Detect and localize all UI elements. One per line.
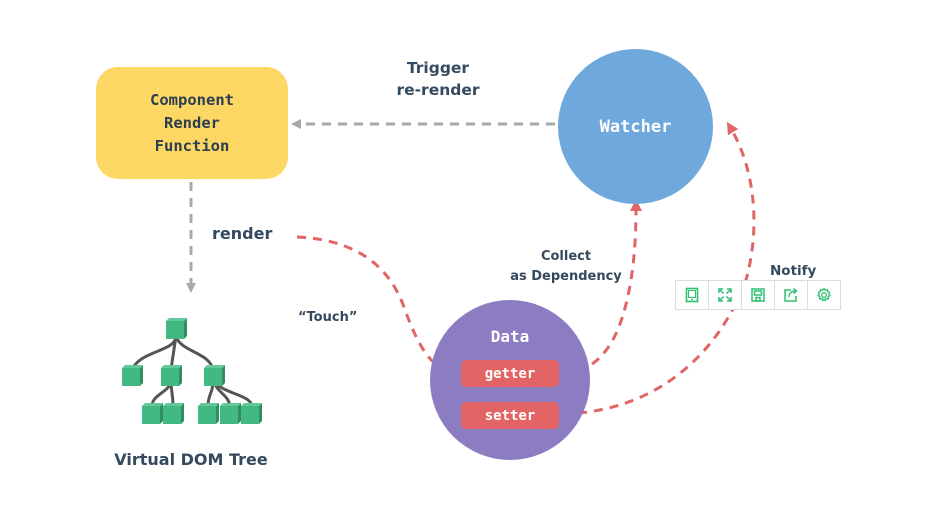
tree-node — [142, 403, 163, 424]
trigger-label: Trigger re-render — [388, 57, 488, 101]
tree-node — [161, 365, 182, 386]
tree-node — [163, 403, 184, 424]
floating-toolbar — [675, 280, 841, 310]
share-icon — [784, 287, 798, 302]
tree-edges — [130, 335, 254, 407]
tree-node — [220, 403, 241, 424]
tablet-icon — [685, 287, 699, 303]
tablet-view-button[interactable] — [676, 281, 709, 309]
trigger-label-line1: Trigger — [406, 59, 470, 77]
notify-label: Notify — [770, 263, 817, 279]
collect-label-line2: as Dependency — [510, 269, 622, 284]
tree-node — [166, 318, 187, 339]
virtual-dom-tree-label: Virtual DOM Tree — [114, 450, 268, 469]
render-label: render — [212, 224, 273, 243]
tree-node — [204, 365, 225, 386]
collect-label-line1: Collect — [540, 249, 592, 264]
fullscreen-icon — [718, 288, 732, 302]
save-button[interactable] — [742, 281, 775, 309]
tree-node — [241, 403, 262, 424]
component-render-function-node[interactable]: Component Render Function — [96, 67, 288, 179]
tree-node — [122, 365, 143, 386]
gear-icon — [816, 287, 832, 302]
data-label: Data — [490, 327, 530, 346]
watcher-label: Watcher — [599, 116, 672, 137]
trigger-label-line2: re-render — [396, 81, 480, 99]
setter-pill[interactable]: setter — [461, 402, 559, 429]
tree-nodes — [122, 318, 262, 424]
save-icon — [751, 288, 765, 302]
watcher-node[interactable]: Watcher — [558, 49, 713, 204]
fullscreen-button[interactable] — [709, 281, 742, 309]
collect-label: Collect as Dependency — [504, 247, 628, 287]
settings-button[interactable] — [808, 281, 840, 309]
getter-pill[interactable]: getter — [461, 360, 559, 387]
tree-node — [198, 403, 219, 424]
touch-label: “Touch” — [298, 310, 358, 325]
share-button[interactable] — [775, 281, 808, 309]
